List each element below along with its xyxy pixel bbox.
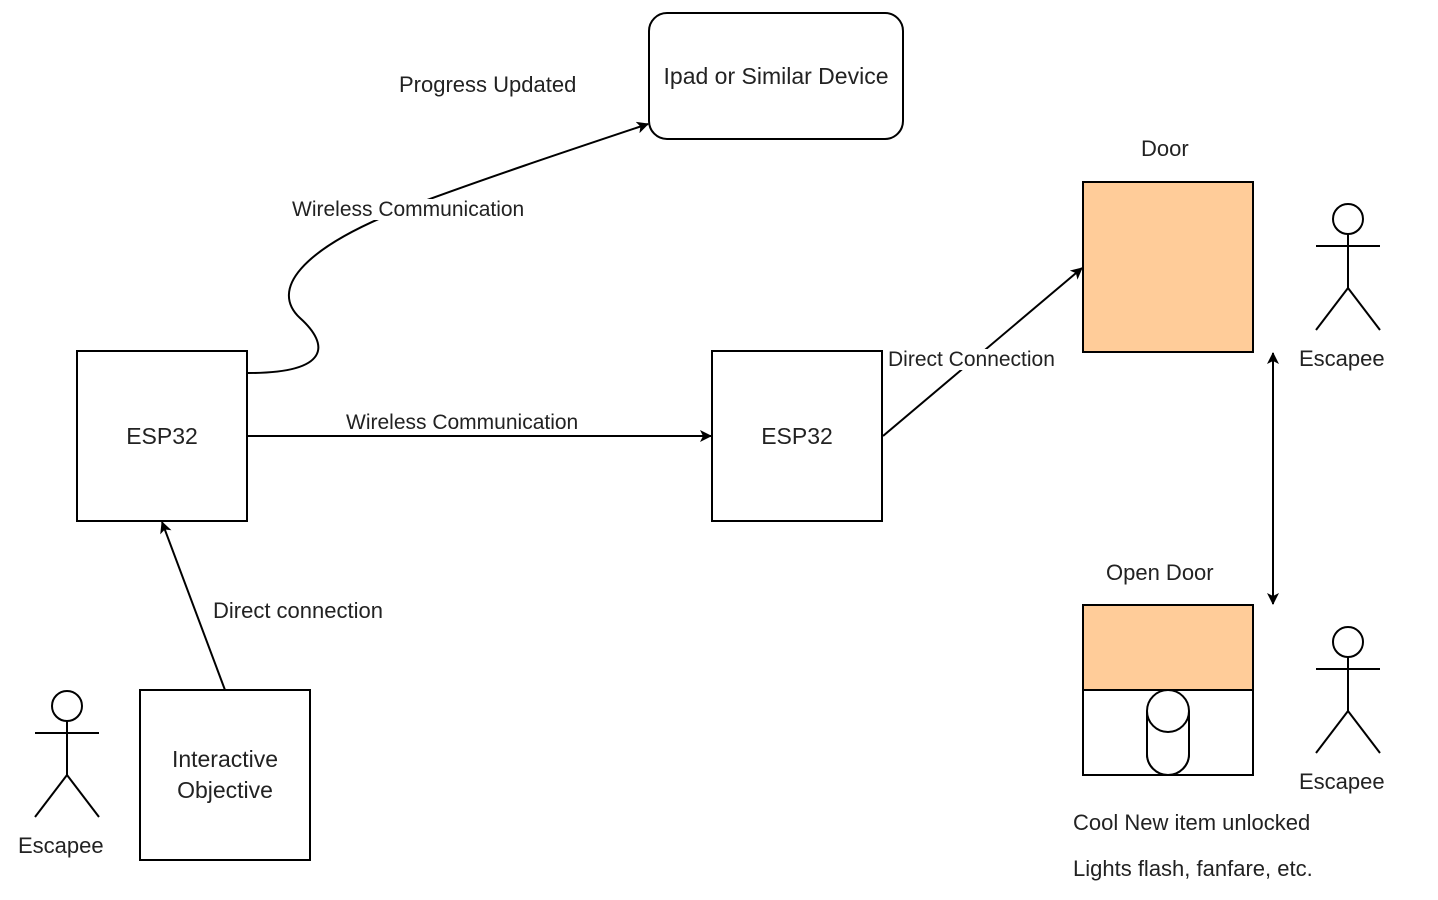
direct-from-objective-label: Direct connection	[213, 598, 383, 623]
wireless-to-ipad-label: Wireless Communication	[291, 198, 526, 221]
direct-to-door-label: Direct Connection	[887, 348, 1056, 371]
escapee-bottom-left-label: Escapee	[18, 833, 104, 858]
progress-updated-label: Progress Updated	[399, 72, 577, 97]
escapee-door-icon	[1315, 203, 1381, 331]
esp32-left-label: ESP32	[126, 422, 198, 449]
edge-objective-to-esp32	[160, 521, 226, 691]
effects-note: Lights flash, fanfare, etc.	[1073, 856, 1313, 881]
door-box	[1082, 181, 1254, 353]
esp32-right-box	[711, 350, 883, 522]
escapee-open-door-label: Escapee	[1299, 769, 1385, 794]
esp32-right-label: ESP32	[761, 422, 833, 449]
item-unlocked-note: Cool New item unlocked	[1073, 810, 1311, 835]
esp32-left-box	[76, 350, 248, 522]
open-door-shape	[1082, 604, 1254, 776]
ipad-node-box	[648, 12, 904, 140]
door-label: Door	[1141, 136, 1189, 161]
escapee-door-label: Escapee	[1299, 346, 1385, 371]
interactive-objective-box	[139, 689, 311, 861]
escapee-open-door-icon	[1315, 626, 1381, 754]
wireless-esp-to-esp-label: Wireless Communication	[345, 411, 580, 434]
ipad-node-label: Ipad or Similar Device	[663, 62, 889, 89]
escapee-bottom-left-icon	[34, 690, 100, 818]
open-door-label: Open Door	[1106, 560, 1214, 585]
edge-esp32-to-ipad	[247, 121, 649, 374]
interactive-objective-label: Interactive Objective	[171, 746, 279, 803]
